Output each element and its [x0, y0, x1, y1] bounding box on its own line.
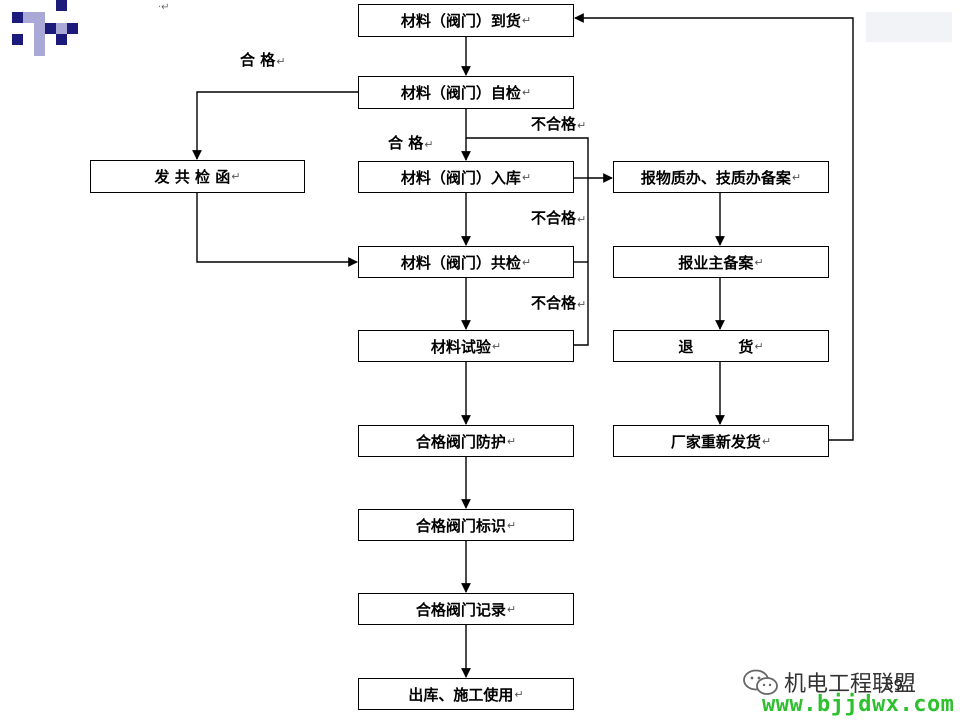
node-label: 材料（阀门）共检	[400, 253, 521, 272]
label-pass-mid: 合 格↵	[388, 132, 433, 153]
node-test: 材料试验↵	[358, 330, 574, 362]
node-joint: 材料（阀门）共检↵	[358, 246, 574, 278]
logo-square	[12, 12, 23, 23]
stray-mark: ·↵	[158, 2, 170, 13]
node-label: 报业主备案	[678, 253, 754, 272]
node-label: 材料（阀门）自检	[400, 84, 521, 102]
return-mark: ↵	[754, 255, 764, 269]
logo-square	[34, 34, 45, 45]
return-mark: ↵	[231, 170, 241, 183]
return-mark: ↵	[506, 434, 517, 448]
return-mark: ↵	[276, 55, 286, 68]
return-mark: ↵	[521, 170, 532, 184]
node-report-owner: 报业主备案↵	[613, 246, 829, 278]
label-fail-3: 不合格↵	[531, 292, 586, 313]
arrow-resend-to-arrive	[574, 13, 854, 441]
label-text: 不合格	[531, 209, 577, 227]
logo-square	[12, 34, 23, 45]
logo-square	[45, 23, 56, 34]
node-use: 出库、施工使用↵	[358, 678, 574, 710]
node-report-qa: 报物质办、技质办备案↵	[613, 161, 829, 193]
node-notice: 发 共 检 函↵	[90, 160, 305, 193]
watermark-brand: 机电工程联盟	[784, 672, 917, 697]
logo-square	[34, 23, 45, 34]
node-label: 材料试验	[430, 337, 491, 356]
slide-logo	[0, 0, 80, 60]
logo-square	[23, 12, 34, 23]
return-mark: ↵	[577, 213, 587, 226]
node-identify: 合格阀门标识↵	[358, 509, 574, 541]
watermark: 机电工程联盟 www.bjjdwx.com	[740, 662, 954, 720]
logo-square	[34, 45, 45, 56]
return-mark: ↵	[577, 119, 587, 132]
arrow-notice-to-joint	[196, 193, 358, 267]
wechat-icon	[743, 669, 778, 695]
node-label: 出库、施工使用	[408, 685, 514, 704]
arrow-selfcheck-to-notice	[192, 91, 358, 160]
return-mark: ↵	[506, 518, 517, 532]
label-text: 不合格	[531, 115, 577, 133]
return-mark: ↵	[491, 339, 502, 353]
node-storage: 材料（阀门）入库↵	[358, 161, 574, 193]
label-fail-1: 不合格↵	[531, 113, 586, 134]
node-return-goods: 退 货↵	[613, 330, 829, 362]
return-mark: ↵	[577, 298, 587, 311]
return-mark: ↵	[761, 434, 772, 448]
return-mark: ↵	[754, 339, 764, 353]
node-resend: 厂家重新发货↵	[613, 425, 829, 457]
node-selfcheck: 材料（阀门）自检↵	[358, 76, 574, 109]
corner-decoration	[866, 12, 952, 42]
return-mark: ↵	[791, 170, 802, 184]
node-label: 发 共 检 函	[154, 168, 231, 186]
node-label: 材料（阀门）到货	[400, 12, 521, 30]
return-mark: ↵	[521, 14, 532, 27]
node-label: 合格阀门标识	[415, 516, 506, 535]
label-pass-top: 合 格↵	[240, 49, 285, 70]
node-label: 材料（阀门）入库	[400, 168, 521, 187]
label-fail-2: 不合格↵	[531, 207, 586, 228]
node-label: 合格阀门记录	[415, 600, 506, 619]
label-text: 合 格	[240, 51, 276, 69]
label-text: 不合格	[531, 294, 577, 312]
node-label: 退 货	[678, 337, 754, 356]
page-number: 39	[884, 676, 904, 694]
node-label: 合格阀门防护	[415, 432, 506, 451]
node-label: 报物质办、技质办备案	[640, 168, 791, 187]
node-record: 合格阀门记录↵	[358, 593, 574, 625]
fail-collector-line	[466, 137, 589, 346]
logo-square	[34, 12, 45, 23]
label-text: 合 格	[388, 134, 424, 152]
logo-square	[56, 0, 67, 11]
return-mark: ↵	[521, 86, 532, 99]
return-mark: ↵	[521, 255, 532, 269]
logo-square	[56, 23, 67, 34]
node-label: 厂家重新发货	[670, 432, 761, 451]
logo-square	[67, 23, 78, 34]
logo-square	[56, 34, 67, 45]
node-protect: 合格阀门防护↵	[358, 425, 574, 457]
return-mark: ↵	[506, 602, 517, 616]
return-mark: ↵	[514, 687, 524, 701]
watermark-url: www.bjjdwx.com	[762, 692, 955, 717]
node-arrive: 材料（阀门）到货↵	[358, 4, 574, 37]
return-mark: ↵	[424, 138, 434, 151]
